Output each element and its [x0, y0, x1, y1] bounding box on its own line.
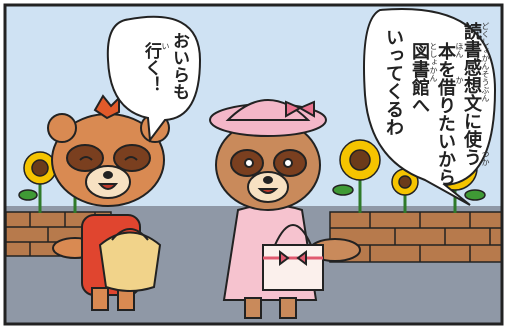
- speech-left-line-1: おいらも: [169, 32, 189, 100]
- furigana-dokushokansoubun: どくしょかんそうぶん: [481, 22, 490, 102]
- furigana-tsuka: つか: [481, 150, 490, 166]
- speech-left-line-2: 行く！: [141, 42, 161, 93]
- speech-right-line-4: いってくるわ: [383, 28, 404, 136]
- tanuki-girl: [209, 99, 361, 319]
- speech-right-line-2: 本を借りたいから: [435, 42, 456, 186]
- furigana-hon: ほん: [455, 42, 464, 58]
- speech-bubble-left-shape: [106, 15, 202, 143]
- furigana-i: い: [161, 42, 170, 50]
- speech-right-line-3: 図書館へ: [409, 42, 430, 114]
- speech-bubble-right-shape: [363, 8, 497, 206]
- tanuki-boy: [47, 94, 170, 311]
- speech-right-line-1: 読書感想文に使う: [461, 22, 482, 166]
- furigana-toshokan: としょかん: [429, 42, 438, 82]
- panel-border: [3, 3, 504, 326]
- furigana-ka: か: [455, 76, 464, 84]
